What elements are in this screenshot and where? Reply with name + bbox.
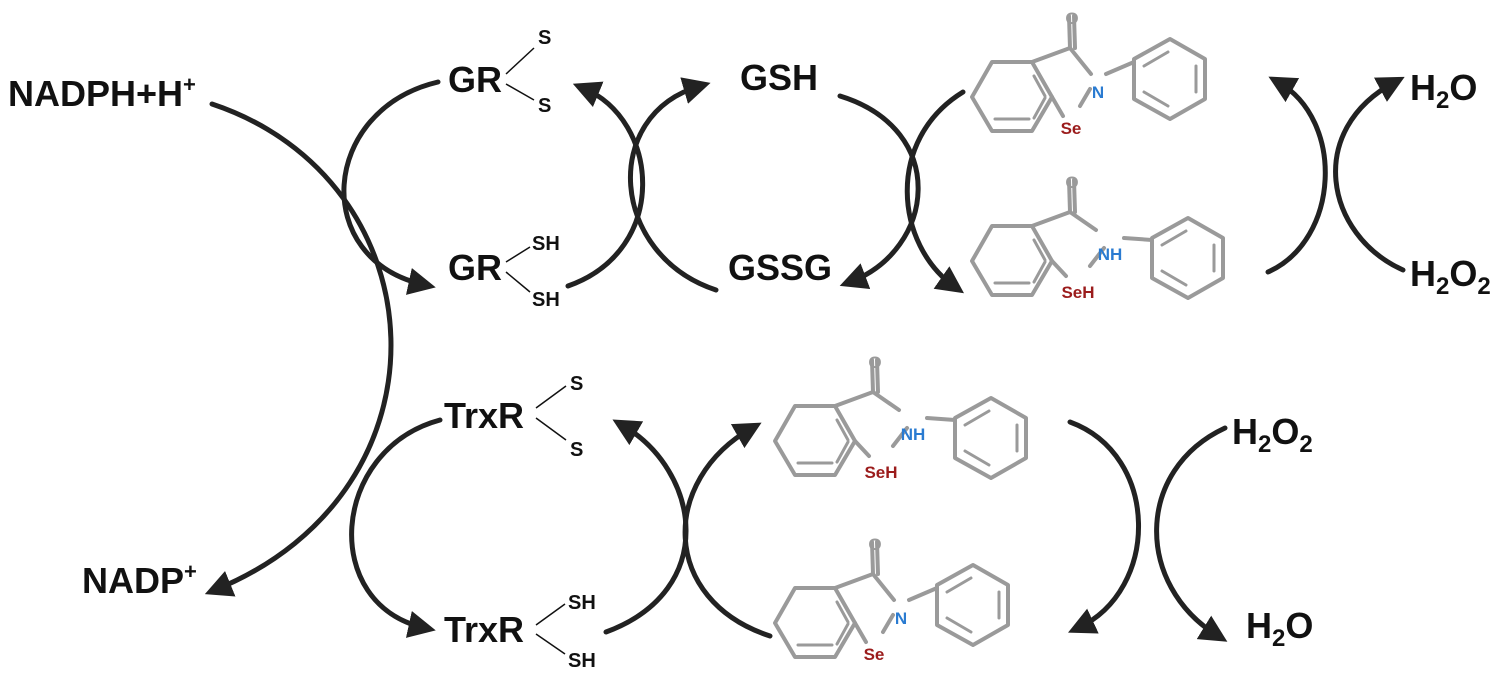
trxr-oxidation-arrow: [603, 419, 689, 635]
water-bottom-label: H2O: [1246, 605, 1313, 652]
trxr-reduced-label: TrxR: [444, 609, 524, 650]
nadp-label: NADP+: [82, 559, 197, 601]
gr-oxidation-arrow: [565, 81, 646, 289]
water-top-label: H2O: [1410, 67, 1477, 114]
ebselen-reduction-arrow: [904, 89, 966, 294]
selenium-atom: Se: [864, 645, 885, 664]
h2o2-to-h2o-arrow-top: [1333, 76, 1406, 273]
trxr-thiol-upper: SH: [568, 592, 596, 614]
oxygen-atom: O: [1065, 9, 1078, 28]
trxr-sulfur-upper: S: [570, 373, 583, 395]
ebselen-selenol-bottom-molecule: O NH SeH: [773, 353, 1028, 482]
trxr-sh-bond-upper: [535, 603, 566, 626]
h2o2-to-h2o-arrow-bottom: [1154, 425, 1228, 642]
gr-sh-bond-upper: [505, 246, 531, 263]
selenol-to-ebselen-arrow-bottom: [1067, 419, 1141, 634]
trxr-sulfur-lower: S: [570, 439, 583, 461]
gr-reduction-arrow: [341, 79, 441, 295]
selenol-oxidation-arrow: [1265, 76, 1328, 275]
gr-reduced-label: GR: [448, 247, 502, 288]
ebselen-selenol-top-molecule: O NH SeH: [970, 173, 1225, 302]
gsh-label: GSH: [740, 57, 818, 98]
amine-nh: NH: [1098, 245, 1123, 264]
gr-oxidized-label: GR: [448, 59, 502, 100]
peroxide-bottom-label: H2O2: [1232, 411, 1313, 458]
selenium-atom: Se: [1061, 119, 1082, 138]
ebselen-to-selenol-arrow-bottom: [682, 422, 773, 639]
gr-sh-bond-lower: [505, 271, 531, 293]
ebselen-top-molecule: O N Se: [970, 9, 1207, 138]
gr-thiol-upper: SH: [532, 233, 560, 255]
selenol-seh: SeH: [1061, 283, 1094, 302]
peroxide-top-label: H2O2: [1410, 253, 1491, 300]
gr-s-bond-lower: [505, 83, 535, 101]
trxr-sh-bond-lower: [535, 633, 566, 655]
selenol-seh: SeH: [864, 463, 897, 482]
nadph-to-nadp-arrow: [204, 101, 394, 597]
gssg-formation-arrow: [837, 93, 921, 290]
nadph-label: NADPH+H+: [8, 72, 196, 114]
gr-sulfur-upper: S: [538, 27, 551, 49]
oxygen-atom: O: [868, 535, 881, 554]
trxr-s-bond-upper: [535, 385, 567, 409]
ebselen-bottom-molecule: O N Se: [773, 535, 1010, 664]
oxygen-atom: O: [868, 353, 881, 372]
trxr-s-bond-lower: [535, 417, 567, 441]
gr-s-bond-upper: [505, 47, 535, 75]
gssg-label: GSSG: [728, 247, 832, 288]
trxr-oxidized-label: TrxR: [444, 395, 524, 436]
amine-nh: NH: [901, 425, 926, 444]
gr-sulfur-lower: S: [538, 95, 551, 117]
trxr-reduction-arrow: [349, 417, 443, 638]
nitrogen-atom: N: [1092, 83, 1104, 102]
trxr-thiol-lower: SH: [568, 650, 596, 672]
nitrogen-atom: N: [895, 609, 907, 628]
oxygen-atom: O: [1065, 173, 1078, 192]
gr-thiol-lower: SH: [532, 289, 560, 311]
gsh-formation-arrow: [627, 77, 719, 293]
